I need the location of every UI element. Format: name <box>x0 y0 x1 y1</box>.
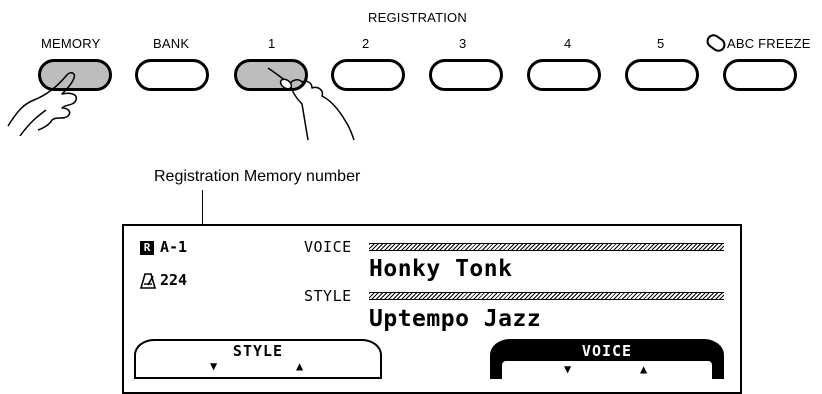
registration-5-button[interactable] <box>625 59 699 91</box>
voice-down-arrow-icon[interactable]: ▼ <box>564 362 572 376</box>
metronome-icon <box>140 273 156 289</box>
reg-5-label: 5 <box>657 36 665 51</box>
memory-button[interactable] <box>38 59 112 91</box>
reg-2-label: 2 <box>362 36 370 51</box>
reg-4-label: 4 <box>564 36 572 51</box>
abc-freeze-indicator-icon <box>703 31 729 55</box>
bank-label: BANK <box>153 36 190 51</box>
voice-tab-inner <box>502 361 712 385</box>
lcd-display: R A-1 224 VOICE Honky Tonk STYLE Uptempo… <box>122 224 742 394</box>
style-down-arrow-icon[interactable]: ▼ <box>210 359 218 373</box>
callout-leader-line <box>202 190 203 234</box>
registration-memory-number-callout: Registration Memory number <box>154 168 361 185</box>
style-up-arrow-icon[interactable]: ▲ <box>296 359 304 373</box>
registration-heading: REGISTRATION <box>368 10 467 25</box>
pressing-hand-left-icon <box>7 72 78 136</box>
style-tab[interactable]: STYLE ▼ ▲ <box>134 339 382 379</box>
memory-label: MEMORY <box>41 36 101 51</box>
voice-tab-title: VOICE <box>581 342 633 360</box>
registration-4-button[interactable] <box>527 59 601 91</box>
voice-hatch-bar <box>369 243 724 251</box>
voice-up-arrow-icon[interactable]: ▲ <box>640 362 648 376</box>
registration-1-button[interactable] <box>234 59 308 91</box>
bank-button[interactable] <box>135 59 209 91</box>
voice-label: VOICE <box>304 238 352 256</box>
voice-name: Honky Tonk <box>369 256 513 282</box>
registration-number: A-1 <box>160 238 188 256</box>
style-tab-title: STYLE <box>232 342 284 360</box>
style-label: STYLE <box>304 287 352 305</box>
style-hatch-bar <box>369 292 724 300</box>
tempo-value: 224 <box>160 271 188 289</box>
registration-2-button[interactable] <box>331 59 405 91</box>
reg-1-label: 1 <box>268 36 276 51</box>
style-name: Uptempo Jazz <box>369 306 542 332</box>
voice-tab[interactable]: VOICE ▼ ▲ <box>490 339 724 385</box>
pressing-hand-right-icon <box>267 67 355 141</box>
abc-freeze-label: ABC FREEZE <box>727 36 811 51</box>
reg-3-label: 3 <box>459 36 467 51</box>
registration-3-button[interactable] <box>429 59 503 91</box>
registration-icon: R <box>140 241 154 255</box>
abc-freeze-button[interactable] <box>723 59 797 91</box>
